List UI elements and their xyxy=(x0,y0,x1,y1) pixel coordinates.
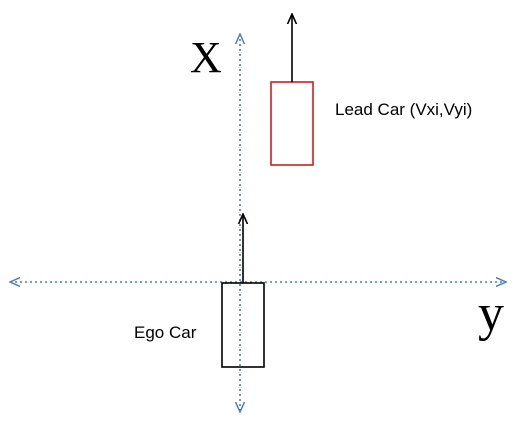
lead-car-label: Lead Car (Vxi,Vyi) xyxy=(335,100,472,119)
lead-car-body xyxy=(270,81,314,166)
y-axis-label: y xyxy=(478,285,504,342)
ego-car-body xyxy=(221,282,265,368)
ego-car-label: Ego Car xyxy=(134,323,197,342)
x-axis-label: X xyxy=(190,33,222,82)
